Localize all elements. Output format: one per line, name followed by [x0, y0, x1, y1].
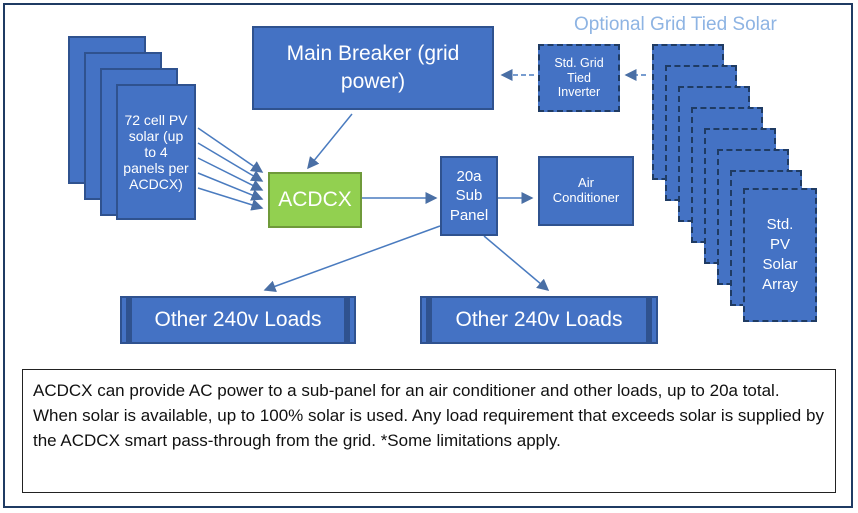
description-box: ACDCX can provide AC power to a sub-pane…: [22, 369, 836, 493]
pv-arrow-4: [197, 172, 264, 201]
air-conditioner-box: Air Conditioner: [538, 156, 634, 226]
main-breaker-label: Main Breaker (grid power): [286, 41, 460, 93]
load-label-2: Other 240v Loads: [455, 308, 623, 331]
pv-arrow-2: [197, 142, 264, 182]
diagram-frame: [3, 3, 853, 508]
load-arrow-right: [483, 235, 550, 291]
pv-panel-label: 72 cell PV solar (up to 4 panels per ACD…: [123, 111, 189, 193]
std-pv-array-front: Std. PV Solar Array: [743, 188, 817, 322]
sub-panel-label: 20a Sub Panel: [449, 167, 489, 224]
pv-arrow-5: [197, 187, 264, 211]
pv-panel-front: 72 cell PV solar (up to 4 panels per ACD…: [116, 84, 196, 220]
std-pv-array-label: Std. PV Solar Array: [762, 215, 798, 294]
load-arrow-left: [263, 225, 441, 293]
pv-arrow-1: [197, 127, 264, 173]
grid-tied-inverter-box: Std. Grid Tied Inverter: [538, 44, 620, 112]
sub-panel-box: 20a Sub Panel: [440, 156, 498, 236]
inverter-label: Std. Grid Tied Inverter: [554, 56, 604, 100]
main-breaker-box: Main Breaker (grid power): [252, 26, 494, 110]
optional-grid-tied-label: Optional Grid Tied Solar: [574, 14, 777, 35]
load-box-2: Other 240v Loads: [420, 296, 658, 344]
acdcx-label: ACDCX: [278, 187, 352, 211]
breaker-arrow: [307, 113, 353, 170]
load-box-1: Other 240v Loads: [120, 296, 356, 344]
air-conditioner-label: Air Conditioner: [552, 175, 620, 205]
description-text: ACDCX can provide AC power to a sub-pane…: [33, 381, 824, 450]
acdcx-box: ACDCX: [268, 172, 362, 228]
pv-arrow-3: [197, 157, 264, 191]
load-label-1: Other 240v Loads: [154, 308, 322, 331]
